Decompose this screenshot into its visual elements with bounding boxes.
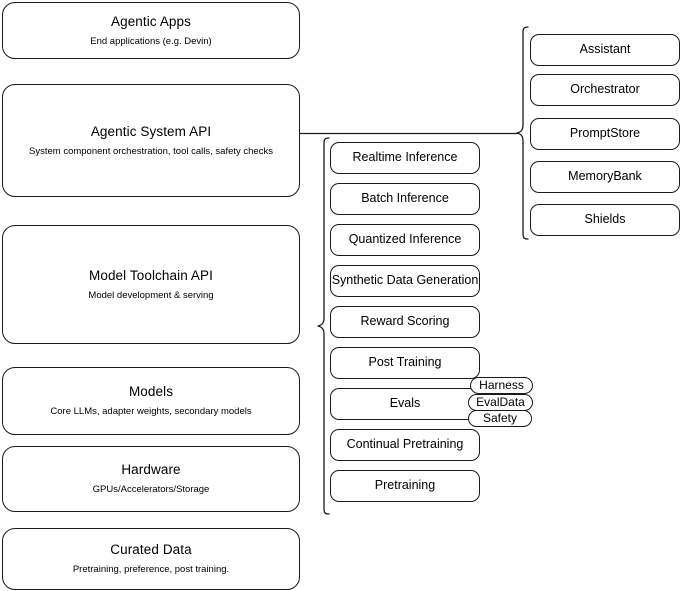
chip-pretraining[interactable]: Pretraining [330,470,480,502]
chip-orchestrator[interactable]: Orchestrator [530,74,680,106]
layer-title: Curated Data [110,542,192,558]
chip-realtime-inference[interactable]: Realtime Inference [330,142,480,174]
chip-label: Realtime Inference [352,150,458,165]
capsule-label: Safety [482,411,518,425]
chip-label: MemoryBank [568,169,642,184]
chip-label: Assistant [579,42,631,57]
layer-subtitle: Core LLMs, adapter weights, secondary mo… [50,406,252,417]
layer-agentic-system-api[interactable]: Agentic System API System component orch… [2,84,300,197]
capsule-evaldata[interactable]: EvalData [468,394,533,411]
chip-evals[interactable]: Evals [330,388,480,420]
chip-label: PromptStore [569,126,641,141]
chip-label: Post Training [368,355,442,370]
layer-title: Agentic Apps [110,13,191,29]
layer-curated-data[interactable]: Curated Data Pretraining, preference, po… [2,528,300,590]
layer-subtitle: End applications (e.g. Devin) [90,35,212,47]
layer-agentic-apps[interactable]: Agentic Apps End applications (e.g. Devi… [2,2,300,59]
chip-quantized-inference[interactable]: Quantized Inference [330,224,480,256]
capsule-label: Harness [479,378,524,392]
chip-label: Evals [389,396,421,411]
layer-title: Model Toolchain API [89,267,213,283]
chip-label: Continual Pretraining [346,437,464,452]
capsule-harness[interactable]: Harness [470,377,533,394]
capsule-label: EvalData [476,395,525,409]
chip-memorybank[interactable]: MemoryBank [530,161,680,193]
capsule-safety[interactable]: Safety [468,410,532,427]
chip-reward-scoring[interactable]: Reward Scoring [330,306,480,338]
chip-label: Synthetic Data Generation [331,273,479,288]
connector-line-system-api [300,126,522,142]
chip-label: Shields [584,212,626,227]
layer-subtitle: GPUs/Accelerators/Storage [92,484,210,495]
chip-continual-pretraining[interactable]: Continual Pretraining [330,429,480,461]
layer-title: Hardware [121,462,181,478]
layer-hardware[interactable]: Hardware GPUs/Accelerators/Storage [2,446,300,512]
chip-label: Batch Inference [361,191,449,206]
layer-title: Models [128,384,174,400]
chip-post-training[interactable]: Post Training [330,347,480,379]
chip-label: Reward Scoring [360,314,450,329]
chip-batch-inference[interactable]: Batch Inference [330,183,480,215]
layer-model-toolchain-api[interactable]: Model Toolchain API Model development & … [2,225,300,344]
brace-system-components [514,26,530,246]
layer-subtitle: Pretraining, preference, post training. [72,564,230,575]
chip-assistant[interactable]: Assistant [530,34,680,66]
layer-title: Agentic System API [90,123,212,139]
layer-models[interactable]: Models Core LLMs, adapter weights, secon… [2,367,300,435]
layer-subtitle: Model development & serving [88,289,214,301]
chip-synthetic-data-generation[interactable]: Synthetic Data Generation [330,265,480,297]
chip-label: Pretraining [374,478,436,493]
chip-promptstore[interactable]: PromptStore [530,118,680,150]
chip-shields[interactable]: Shields [530,204,680,236]
chip-label: Quantized Inference [348,232,462,247]
layer-subtitle: System component orchestration, tool cal… [29,145,273,157]
chip-label: Orchestrator [570,82,640,97]
